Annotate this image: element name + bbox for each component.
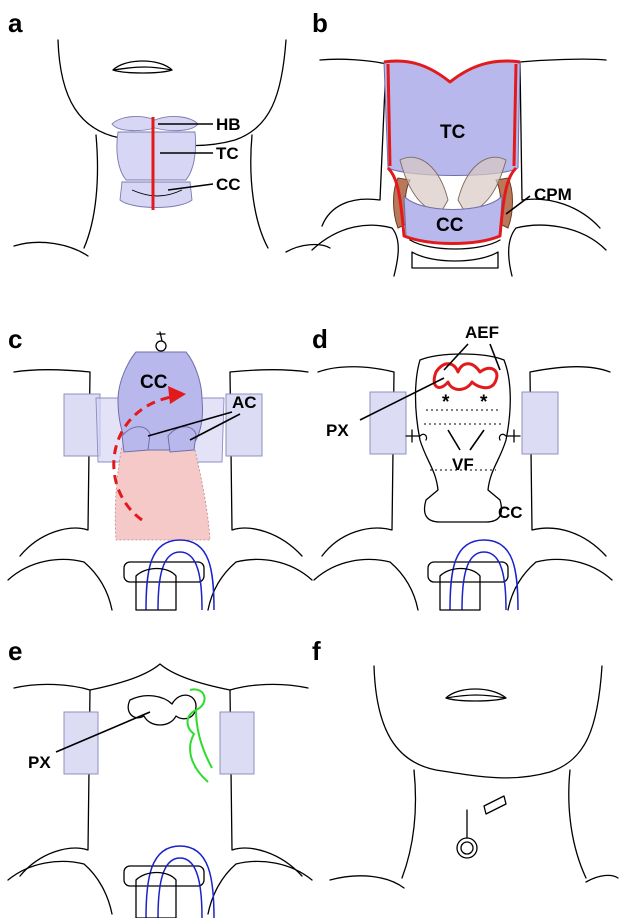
panel-c-mucosa bbox=[115, 446, 210, 540]
panel-f-neck-right bbox=[569, 770, 586, 878]
panel-b-label-cpm: CPM bbox=[534, 185, 572, 204]
panel-a-cricoid-cartilage bbox=[120, 182, 192, 208]
panel-f-stoma-inner bbox=[461, 842, 473, 854]
panel-a: a HB TC CC bbox=[8, 8, 330, 256]
panel-a-clavicle-right bbox=[286, 245, 330, 252]
panel-a-thyroid-cartilage bbox=[117, 132, 196, 180]
panel-c-retractor-left bbox=[64, 394, 100, 456]
panel-e-suture-line bbox=[188, 689, 213, 782]
panel-e-retractor-left bbox=[64, 712, 98, 774]
panel-e: e PX bbox=[8, 636, 312, 918]
panel-b-trachea-ring-2 bbox=[412, 252, 498, 268]
panel-b-label-tc: TC bbox=[440, 122, 466, 143]
panel-d-vf-leader-2 bbox=[470, 430, 484, 450]
panel-f-letter: f bbox=[312, 636, 321, 666]
panel-d-star-right: * bbox=[480, 392, 488, 413]
panel-f-lips bbox=[446, 689, 506, 701]
panel-e-pharynx-opening bbox=[128, 695, 196, 725]
panel-b-flap-left bbox=[320, 59, 386, 226]
panel-f-jaw-outline bbox=[374, 666, 602, 778]
panel-a-clavicle-left bbox=[14, 242, 88, 256]
panel-e-tube-collar bbox=[136, 873, 176, 918]
panel-f-clavicle-left bbox=[330, 876, 404, 888]
panel-e-shoulder-right bbox=[208, 861, 312, 914]
panel-c-letter: c bbox=[8, 324, 22, 354]
panel-d-vf-leader-1 bbox=[448, 430, 460, 450]
panel-d-label-px: PX bbox=[326, 421, 349, 440]
panel-f-neck-left bbox=[402, 770, 416, 878]
panel-c-shoulder-right bbox=[208, 559, 312, 610]
panel-d-shoulder-left bbox=[314, 559, 418, 610]
panel-d-suture-left bbox=[406, 430, 427, 442]
panel-a-letter: a bbox=[8, 8, 23, 38]
panel-d: d * * AEF PX VF CC bbox=[312, 323, 612, 610]
panel-a-label-tc: TC bbox=[216, 144, 239, 163]
panel-c-suture-loop bbox=[156, 341, 166, 351]
panel-f-neck-scar bbox=[484, 796, 506, 814]
panel-f-stoma-outer bbox=[457, 838, 477, 858]
panel-b-label-cc: CC bbox=[436, 215, 464, 236]
panel-e-top-notch bbox=[90, 664, 230, 690]
panel-c-tube-collar bbox=[136, 569, 176, 611]
panel-d-retractor-right bbox=[522, 392, 558, 454]
panel-d-suture-right bbox=[499, 430, 520, 442]
panel-e-retractor-right bbox=[220, 712, 254, 774]
panel-a-label-cc: CC bbox=[216, 175, 241, 194]
panel-c: c CC AC bbox=[8, 324, 312, 610]
panel-a-label-hb: HB bbox=[216, 115, 241, 134]
panel-d-letter: d bbox=[312, 324, 328, 354]
panel-c-label-ac: AC bbox=[232, 393, 257, 412]
panel-d-label-aef: AEF bbox=[465, 323, 499, 342]
panel-d-label-vf: VF bbox=[452, 455, 474, 474]
panel-f-clavicle-right bbox=[586, 875, 618, 882]
panel-b-incision-right bbox=[514, 64, 516, 166]
panel-c-label-cc: CC bbox=[140, 372, 168, 393]
panel-a-neck-left bbox=[84, 135, 98, 248]
panel-f: f bbox=[312, 636, 618, 888]
panel-d-label-cc: CC bbox=[498, 503, 523, 522]
panel-a-neck-right bbox=[251, 135, 268, 248]
panel-b-letter: b bbox=[312, 8, 328, 38]
panel-e-label-px: PX bbox=[28, 753, 51, 772]
panel-d-shoulder-right bbox=[508, 559, 612, 610]
panel-c-shoulder-left bbox=[8, 559, 112, 610]
panel-b-shoulder-right bbox=[509, 225, 606, 276]
panel-b-shoulder-left bbox=[312, 225, 398, 276]
panel-d-retractor-left bbox=[370, 392, 406, 454]
panel-a-lips bbox=[113, 61, 172, 73]
panel-d-star-left: * bbox=[442, 392, 450, 413]
panel-d-aef-incision bbox=[434, 364, 497, 390]
panel-b-incision-left bbox=[388, 64, 390, 166]
panel-e-letter: e bbox=[8, 636, 22, 666]
panel-c-suture-thread bbox=[157, 332, 165, 341]
panel-b: b TC CC CPM bbox=[312, 8, 606, 276]
panel-e-shoulder-left bbox=[8, 861, 112, 914]
panel-d-tube-collar bbox=[440, 569, 480, 611]
